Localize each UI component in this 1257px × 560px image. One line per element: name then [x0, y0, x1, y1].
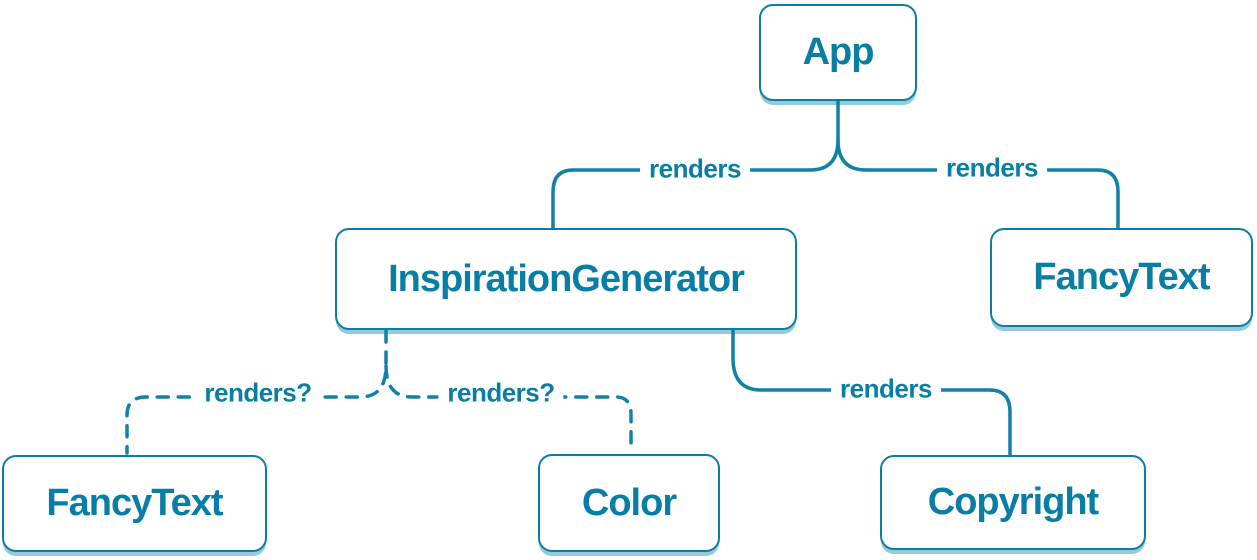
- node-fancy-text-bottom-label: FancyText: [46, 482, 223, 524]
- node-fancy-text-top: FancyText: [990, 228, 1253, 327]
- edge-app-to-fancytext: [836, 138, 1120, 230]
- node-fancy-text-top-label: FancyText: [1033, 256, 1210, 298]
- edge-label-inspirationgenerator-fancytext: renders?: [195, 375, 321, 411]
- node-inspiration-generator-label: InspirationGenerator: [388, 257, 745, 300]
- node-fancy-text-bottom: FancyText: [2, 455, 267, 552]
- node-app: App: [759, 4, 917, 101]
- edge-label-inspirationgenerator-copyright: renders: [831, 371, 941, 407]
- node-copyright-label: Copyright: [927, 481, 1099, 523]
- node-copyright: Copyright: [880, 455, 1146, 550]
- edge-label-app-fancytext: renders: [937, 150, 1047, 186]
- edge-label-inspirationgenerator-color: renders?: [438, 375, 564, 411]
- node-app-label: App: [802, 31, 875, 73]
- node-color-label: Color: [581, 481, 677, 524]
- node-color: Color: [538, 454, 720, 552]
- node-inspiration-generator: InspirationGenerator: [335, 228, 797, 330]
- edge-label-app-inspirationgenerator: renders: [640, 151, 750, 187]
